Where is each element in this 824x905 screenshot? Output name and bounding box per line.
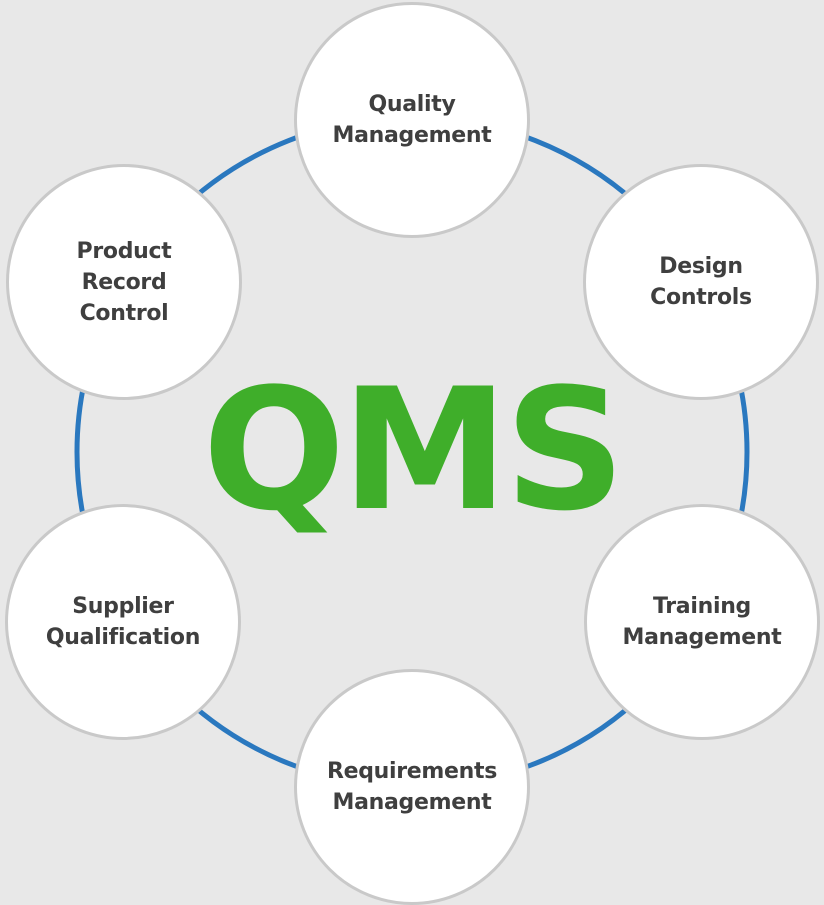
- node-label-line: Control: [79, 300, 169, 326]
- node-supplier-qualification: Supplier Qualification: [5, 504, 241, 740]
- node-label-line: Design: [659, 254, 743, 279]
- node-product-record-control: Product Record Control: [6, 164, 242, 400]
- node-label-line: Qualification: [45, 625, 201, 650]
- node-label-line: Management: [622, 625, 782, 650]
- node-label-line: Management: [332, 123, 492, 148]
- node-label-line: Controls: [650, 285, 752, 310]
- node-label-line: Product: [76, 238, 172, 264]
- node-quality-management: Quality Management: [294, 2, 530, 238]
- node-label-line: Training: [652, 594, 752, 619]
- node-label-line: Record: [81, 269, 167, 295]
- node-label-line: Supplier: [72, 594, 174, 619]
- node-training-management: Training Management: [584, 504, 820, 740]
- node-label-line: Requirements: [326, 759, 498, 784]
- node-label-line: Management: [332, 790, 492, 815]
- node-label-line: Quality: [368, 92, 456, 117]
- qms-title: QMS: [202, 352, 626, 548]
- node-requirements-management: Requirements Management: [294, 669, 530, 905]
- node-design-controls: Design Controls: [583, 164, 819, 400]
